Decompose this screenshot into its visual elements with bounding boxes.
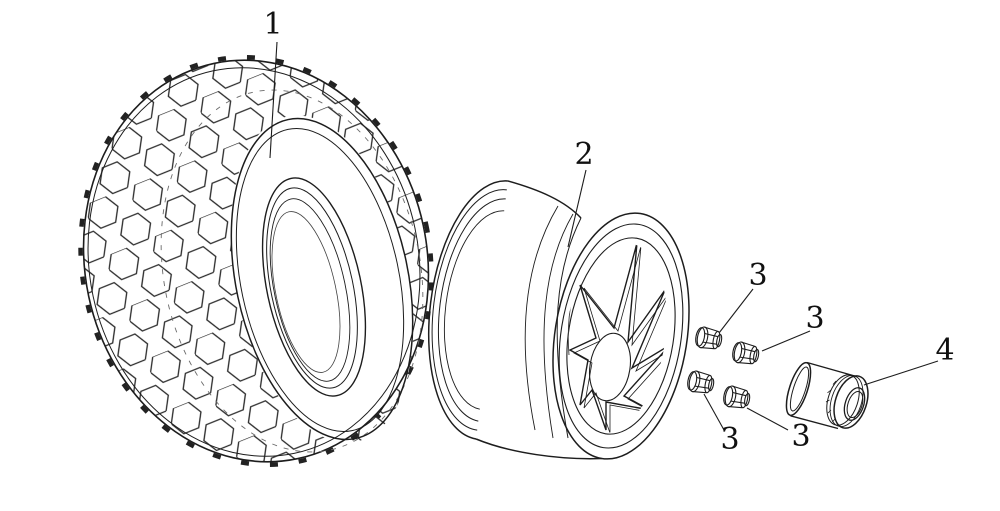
lug-nuts-drawing [685, 325, 761, 411]
leader-line-3c [703, 393, 725, 431]
tire-tread-pattern [83, 60, 429, 462]
rim-spoke-web [567, 242, 675, 434]
leader-line-2 [567, 169, 587, 248]
leader-line-1 [269, 41, 278, 159]
leader-line-4 [863, 360, 939, 386]
lug-nut-3 [685, 369, 716, 396]
callout-3-lug-nut-b: 3 [805, 301, 825, 336]
rim-drawing [427, 180, 690, 460]
callout-3-lug-nut-d: 3 [791, 419, 811, 454]
leader-lines [269, 41, 939, 431]
lug-nut-1 [693, 325, 724, 352]
leader-line-3b [761, 330, 811, 352]
lug-nut-2 [730, 340, 761, 367]
leader-line-3a [718, 288, 754, 334]
tread-centerline [160, 89, 424, 453]
callout-1-tire: 1 [263, 7, 283, 42]
callout-2-rim: 2 [574, 137, 594, 172]
callout-4-spacer: 4 [935, 333, 955, 368]
tire-knob-edge [78, 54, 434, 468]
callout-3-lug-nut-c: 3 [720, 422, 740, 457]
callout-3-lug-nut-a: 3 [748, 258, 768, 293]
spacer-drawing [785, 361, 869, 430]
leader-line-3d [746, 407, 789, 431]
tire-drawing [78, 54, 434, 468]
lug-nut-4 [721, 384, 752, 411]
